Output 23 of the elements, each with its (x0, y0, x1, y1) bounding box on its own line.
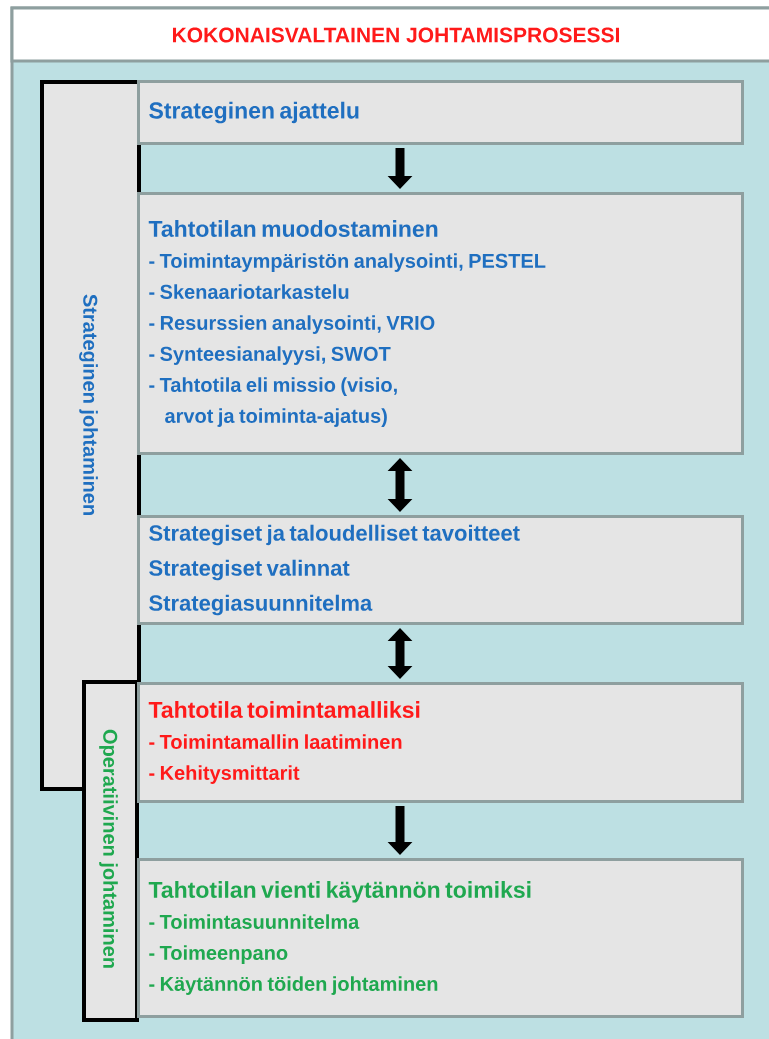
heading: Tahtotilan vienti käytännön toimiksi (148, 881, 531, 903)
heading: Strateginen ajattelu (149, 101, 359, 124)
list-item: - Tahtotila eli missio (visio, arvot ja toiminta-ajatus) (149, 377, 397, 427)
process-box (137, 515, 744, 625)
list-item: - Resurssien analysointi, VRIO (149, 315, 435, 334)
heading: Tahtotilan muodostaminen (148, 220, 438, 237)
list-item: - Toimintaympäristön analysointi, PESTEL (149, 253, 546, 272)
side-band: Operatiivinen johtaminen (82, 680, 139, 1022)
list-item: - Kehitysmittarit (149, 765, 300, 784)
heading: Strategiasuunnitelma (149, 594, 373, 616)
title-band: KOKONAISVALTAINEN JOHTAMISPROSESSI (10, 6, 769, 63)
arrow (387, 458, 413, 512)
list-item: - Toimeenpano (149, 945, 288, 964)
heading: Strategiset ja taloudelliset tavoitteet (149, 524, 520, 546)
heading: Tahtotila toimintamalliksi (148, 701, 420, 718)
list-item: - Skenaariotarkastelu (149, 284, 349, 299)
list-item: - Synteesianalyysi, SWOT (149, 346, 391, 365)
list-item: - Toimintasuunnitelma (149, 914, 360, 929)
arrow (387, 628, 413, 679)
heading: Strategiset valinnat (149, 559, 350, 581)
list-item: - Toimintamallin laatiminen (149, 734, 402, 749)
process-box (137, 80, 744, 145)
list-item: - Käytännön töiden johtaminen (149, 976, 438, 995)
